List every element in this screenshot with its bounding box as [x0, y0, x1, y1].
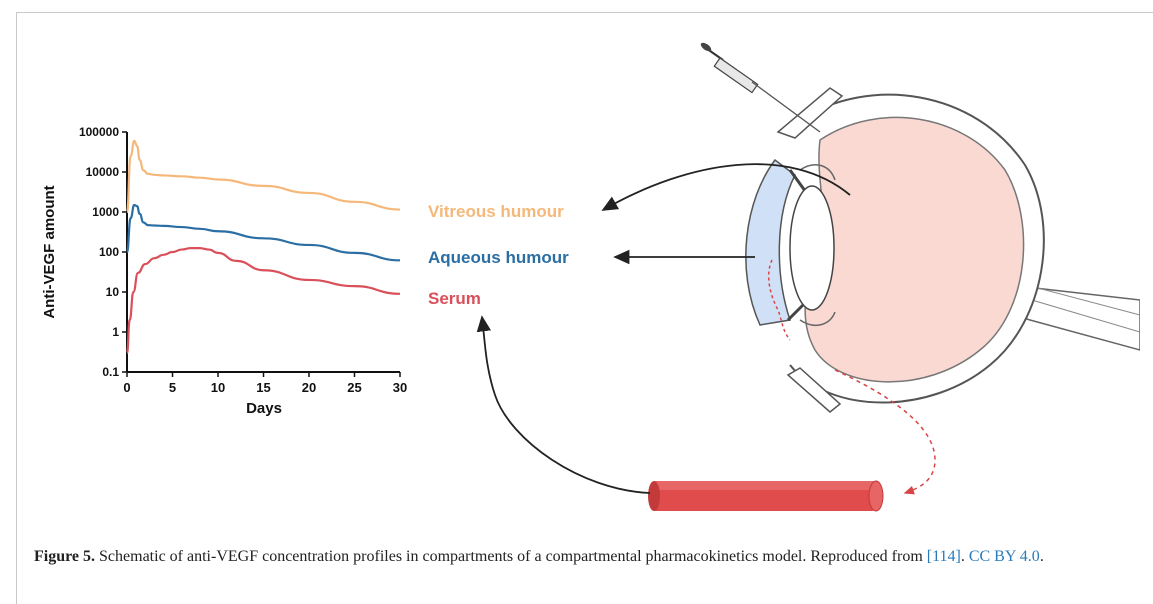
y-tick-label: 10 [106, 285, 120, 299]
arrow-clearance [834, 369, 936, 495]
figure-caption: Figure 5. Schematic of anti-VEGF concent… [34, 546, 1134, 568]
blood-vessel-icon [648, 480, 884, 512]
reference-link[interactable]: [114] [926, 548, 961, 565]
caption-end: . [1039, 548, 1044, 565]
series-line-aqueous-humour [125, 203, 401, 262]
y-tick-label: 10000 [86, 165, 120, 179]
arrow-serum [476, 315, 651, 494]
y-tick-label: 100 [99, 245, 119, 259]
caption-label: Figure 5. [34, 548, 96, 565]
x-tick-label: 10 [211, 380, 225, 395]
eye-illustration [745, 87, 1140, 413]
y-axis-label: Anti-VEGF amount [41, 185, 58, 318]
y-tick-label: 100000 [79, 125, 119, 139]
arrow-vitreous [601, 163, 851, 211]
series-line-vitreous-humour [125, 139, 401, 214]
legend-vitreous-humour: Vitreous humour [428, 202, 564, 221]
pk-line-chart: 0.1 1 10 100 1000 10000 100000 0 5 10 15 20 25 30 Da… [41, 125, 407, 417]
syringe-icon [700, 42, 821, 133]
x-tick-label: 20 [302, 380, 316, 395]
y-tick-label: 1 [112, 325, 119, 339]
figure-frame-top [16, 12, 1153, 13]
x-tick-label: 5 [169, 380, 176, 395]
caption-text: Schematic of anti-VEGF concentration pro… [95, 548, 927, 565]
legend-aqueous-humour: Aqueous humour [428, 248, 569, 267]
license-link[interactable]: CC BY 4.0 [968, 548, 1040, 565]
legend-serum: Serum [428, 289, 481, 308]
figure-frame-left [16, 12, 17, 604]
series-line-serum [125, 247, 401, 355]
x-axis-label: Days [246, 400, 282, 417]
x-tick-label: 25 [347, 380, 361, 395]
x-tick-label: 30 [393, 380, 407, 395]
x-tick-label: 0 [123, 380, 130, 395]
y-tick-label: 1000 [92, 205, 119, 219]
y-tick-label: 0.1 [102, 365, 119, 379]
figure-graphic: 0.1 1 10 100 1000 10000 100000 0 5 10 15 20 25 30 Da… [41, 42, 1140, 512]
caption-separator: . [960, 548, 969, 565]
x-tick-label: 15 [256, 380, 270, 395]
